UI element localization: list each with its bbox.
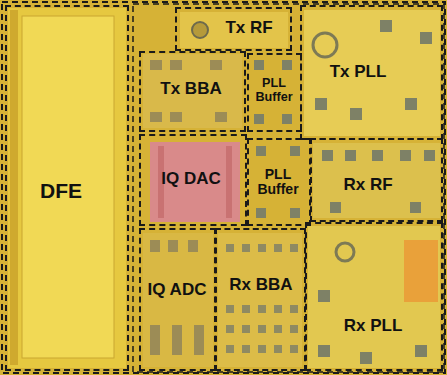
txpll-area (304, 10, 440, 136)
dfe-area (8, 8, 126, 368)
rf-outline (133, 4, 444, 372)
block-label: Rx RF (343, 176, 392, 195)
block-label: DFE (40, 179, 82, 202)
floorplan-block: PLL Buffer (247, 138, 311, 226)
floorplan-block: Rx BBA (215, 228, 306, 371)
floorplan-block: Rx RF (310, 138, 443, 222)
block-label: Tx RF (225, 19, 272, 38)
floorplan-block: Rx PLL (305, 222, 443, 371)
adc-area (143, 233, 213, 367)
dac-array (150, 142, 240, 222)
floorplan-block: Tx PLL (300, 5, 443, 140)
dfe-rail (10, 10, 18, 365)
rxrf-area (313, 143, 440, 218)
floorplan-block: DFE (5, 5, 129, 371)
floorplan-block: IQ DAC (139, 134, 247, 226)
block-label: PLL Buffer (250, 167, 306, 198)
block-label: Tx BBA (160, 80, 221, 99)
rxpll-area (308, 226, 440, 368)
block-label: Tx PLL (330, 63, 387, 82)
inductor (192, 22, 208, 38)
dfe-logic (22, 16, 114, 358)
block-label: Rx PLL (344, 317, 403, 336)
block-label: PLL Buffer (249, 77, 299, 105)
block-label: IQ DAC (161, 170, 221, 189)
vco-inductor (313, 33, 337, 57)
block-label: IQ ADC (148, 281, 207, 300)
floorplan-block: Tx RF (175, 7, 292, 51)
rxbba-area (218, 233, 302, 367)
floorplan-block: IQ ADC (139, 228, 216, 371)
txrf-area (180, 12, 288, 48)
floorplan-block: PLL Buffer (247, 53, 302, 132)
block-label: Rx BBA (229, 276, 292, 295)
floorplan-block: Tx BBA (139, 51, 246, 132)
vco-inductor (336, 243, 354, 261)
loop-filter (404, 240, 438, 302)
txbba-area (143, 54, 242, 128)
